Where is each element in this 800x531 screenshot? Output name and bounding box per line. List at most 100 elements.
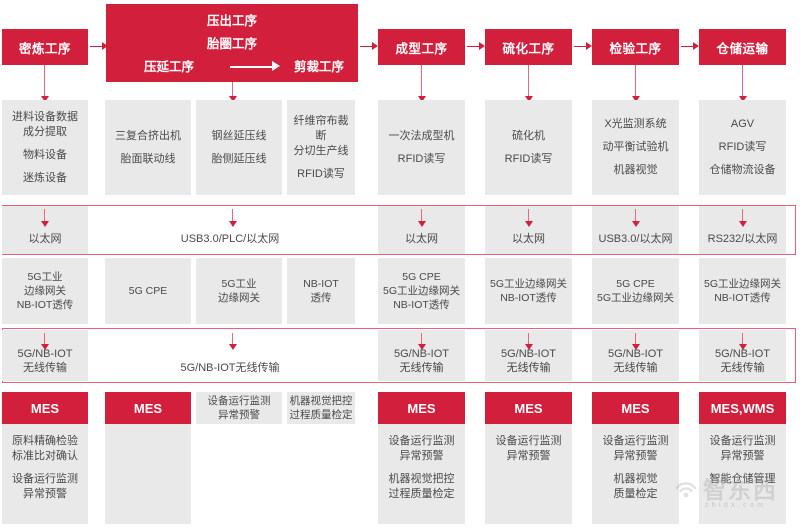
connector-mixing-down-head [41,96,49,102]
info-line: 钢丝延压线 [211,129,267,142]
process-header-line-extrude: 压出工序 [206,14,257,28]
gateway-line: 5G工业边缘网关 [382,285,460,297]
info-line: 动平衡试验机 [602,141,669,153]
function-line: 机器视觉把控 [289,395,353,407]
function-box[interactable]: 设备运行监测异常预警 [485,424,572,524]
gateway-line: 5G工业边缘网关 [489,278,567,290]
arrow-forming-to-curing-head [479,42,485,50]
gateway-box[interactable]: 5G CPE 5G工业边缘网关 [592,258,679,324]
mes-badge[interactable]: MES [378,392,465,424]
process-header-forming[interactable]: 成型工序 [378,29,465,65]
network-box[interactable]: USB3.0/PLC/以太网 [105,206,355,254]
gateway-box[interactable]: 5G工业边缘网关 [196,258,282,324]
function-box[interactable]: 原料精确检验标准比对确认设备运行监测异常预警 [2,424,88,524]
gateway-line: 5G CPE [128,285,168,297]
arrow-curing-to-inspection [574,46,587,47]
gateway-line: NB-IOT透传 [714,292,771,304]
process-header-curing[interactable]: 硫化工序 [485,29,572,65]
white-arrow-head [272,61,280,71]
connector-group-down-head [229,96,237,102]
wireless-box[interactable]: 5G/NB-IOT无线传输 [105,330,355,381]
info-group: X光监测系统 [604,117,666,132]
info-group: AGV [731,117,754,132]
gateway-line: NB-IOT [303,278,339,290]
mes-badge[interactable]: MES [485,392,572,424]
gateway-line: 5G工业 [221,278,257,290]
function-box[interactable] [105,424,191,524]
equipment-box[interactable]: 进料设备数据成分提取物料设备迷炼设备 [2,100,88,195]
network-box[interactable]: 以太网 [2,206,88,254]
wireless-line: 5G/NB-IOT [393,348,449,360]
info-line: 质量检定 [613,488,658,500]
process-header-inspection[interactable]: 检验工序 [592,29,679,65]
mes-badge[interactable]: MES [2,392,88,424]
info-line: 三复合挤出机 [115,129,181,142]
info-line: RFID读写 [718,141,767,153]
function-box[interactable]: 设备运行监测异常预警智能仓储管理 [699,424,786,524]
arrow-group-to-forming-head [372,42,378,50]
wireless-line: 5G/NB-IOT [714,348,770,360]
info-group: 智能仓储管理 [710,472,776,487]
info-group: 纤维帘布裁断分切生产线 [289,114,353,159]
info-group: 三复合挤出机 [115,129,181,144]
gateway-line: 5G工业边缘网关 [596,292,674,304]
info-line: 物料设备 [23,148,67,161]
network-label: USB3.0/以太网 [598,233,673,245]
function-line: 异常预警 [218,409,260,421]
process-header-mixing[interactable]: 密炼工序 [2,29,88,65]
gateway-line: 透传 [310,292,332,304]
process-header-storage[interactable]: 仓储运输 [699,29,786,65]
info-group: 动平衡试验机 [603,140,669,155]
info-group: 设备运行监测异常预警 [12,472,78,502]
info-group: 设备运行监测异常预警 [496,434,562,464]
info-line: 机器视觉 [613,473,658,485]
wireless-line: 无线传输 [613,362,658,374]
process-header-line-cut: 剪裁工序 [293,60,344,74]
gateway-line: 5G工业 [27,271,63,283]
connector-storage-down-head [739,96,747,102]
wireless-box[interactable]: 5G/NB-IOT 无线传输 [378,330,465,381]
network-label: 以太网 [28,233,62,245]
gateway-line: 5G CPE [616,278,655,290]
info-line: 设备运行监测 [12,473,78,485]
info-line: 分切生产线 [293,144,349,157]
function-box[interactable]: 设备运行监测异常预警机器视觉质量检定 [592,424,679,524]
info-group: 设备运行监测异常预警 [710,434,776,464]
equipment-box[interactable]: 三复合挤出机胎面联动线 [105,100,191,195]
info-group: RFID读写 [719,140,767,155]
arrow-group-to-forming [360,46,373,47]
connector-group-down [232,82,233,98]
network-label: 以太网 [405,233,438,245]
info-line: 原料精确检验 [12,435,78,447]
mes-inline-function-box[interactable]: 设备运行监测异常预警 [196,392,282,424]
mes-badge[interactable]: MES,WMS [699,392,786,424]
gateway-box[interactable]: 5G CPE [105,258,191,324]
info-group: 原料精确检验标准比对确认 [12,434,78,464]
mes-badge[interactable]: MES [105,392,191,424]
function-box[interactable]: 设备运行监测异常预警机器视觉把控过程质量检定 [378,424,465,524]
info-line: 异常预警 [399,450,444,462]
function-line: 过程质量检定 [289,409,353,421]
equipment-box[interactable]: 钢丝延压线胎侧延压线 [196,100,282,195]
info-line: AGV [730,118,755,130]
info-line: RFID读写 [504,152,553,165]
gateway-box[interactable]: NB-IOT 透传 [287,258,355,324]
wireless-line: 无线传输 [399,362,444,374]
mes-badge[interactable]: MES [592,392,679,424]
connector-mixing-down [44,65,45,98]
arrow-inspection-to-storage-head [693,42,699,50]
mes-inline-function-box[interactable]: 机器视觉把控过程质量检定 [287,392,355,424]
process-header-group[interactable]: 压出工序 胎圈工序 压延工序 剪裁工序 [106,4,358,82]
gateway-line: NB-IOT透传 [393,299,450,311]
equipment-box[interactable]: X光监测系统动平衡试验机机器视觉 [592,100,679,195]
